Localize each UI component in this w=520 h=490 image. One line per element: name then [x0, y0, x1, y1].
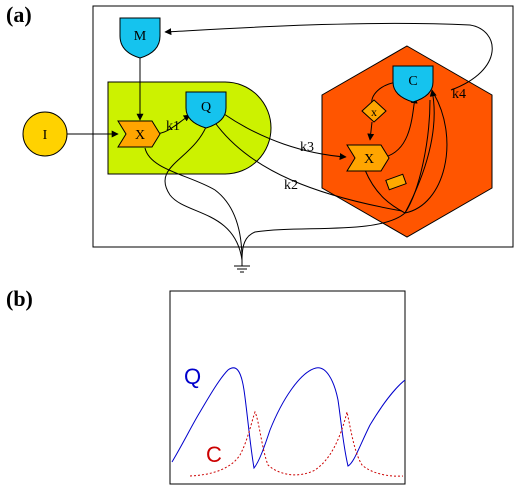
green-compartment	[107, 81, 272, 175]
edge-q-to-sink	[164, 121, 243, 261]
edge-label-k2: k2	[284, 178, 298, 193]
edge-valve-to-c	[404, 99, 431, 214]
x-green-label: X	[135, 128, 145, 143]
m-node-label: M	[134, 29, 147, 44]
edge-k2	[215, 123, 403, 212]
series-label-q: Q	[184, 364, 201, 389]
x-chevron-node-red	[346, 144, 390, 172]
edge-c-to-m	[164, 22, 493, 91]
red-compartment	[321, 45, 493, 238]
edge-xred-to-c	[384, 96, 418, 158]
series-label-c: C	[206, 442, 222, 467]
q-shield-node	[185, 91, 227, 129]
edge-valve-to-x	[404, 93, 448, 214]
edge-xsmall-to-xred	[367, 121, 375, 141]
edge-x-to-sink	[144, 147, 243, 261]
q-node-label: Q	[201, 100, 211, 115]
valve-node	[385, 173, 407, 191]
edge-label-k3: k3	[300, 140, 314, 155]
series-c-line	[189, 410, 404, 477]
x-small-diamond-node	[361, 99, 387, 123]
input-node	[22, 111, 68, 157]
panel-b-label: (b)	[6, 286, 33, 311]
edge-label-k1: k1	[166, 119, 180, 134]
x-red-label: X	[364, 152, 374, 167]
ground-sink-icon	[234, 260, 250, 273]
x-small-label: x	[371, 105, 377, 119]
edge-label-k4: k4	[452, 87, 466, 102]
input-node-label: I	[43, 128, 48, 143]
c-shield-node	[392, 65, 434, 103]
plot-frame	[169, 290, 406, 485]
edge-xred-to-valve	[364, 169, 406, 214]
panel-a-label: (a)	[6, 2, 32, 27]
edge-k3	[223, 113, 347, 161]
m-shield-node	[119, 17, 161, 59]
x-chevron-node-green	[117, 120, 161, 148]
edge-red-to-sink	[241, 212, 406, 261]
series-q-line	[171, 367, 406, 470]
c-node-label: C	[408, 74, 417, 89]
